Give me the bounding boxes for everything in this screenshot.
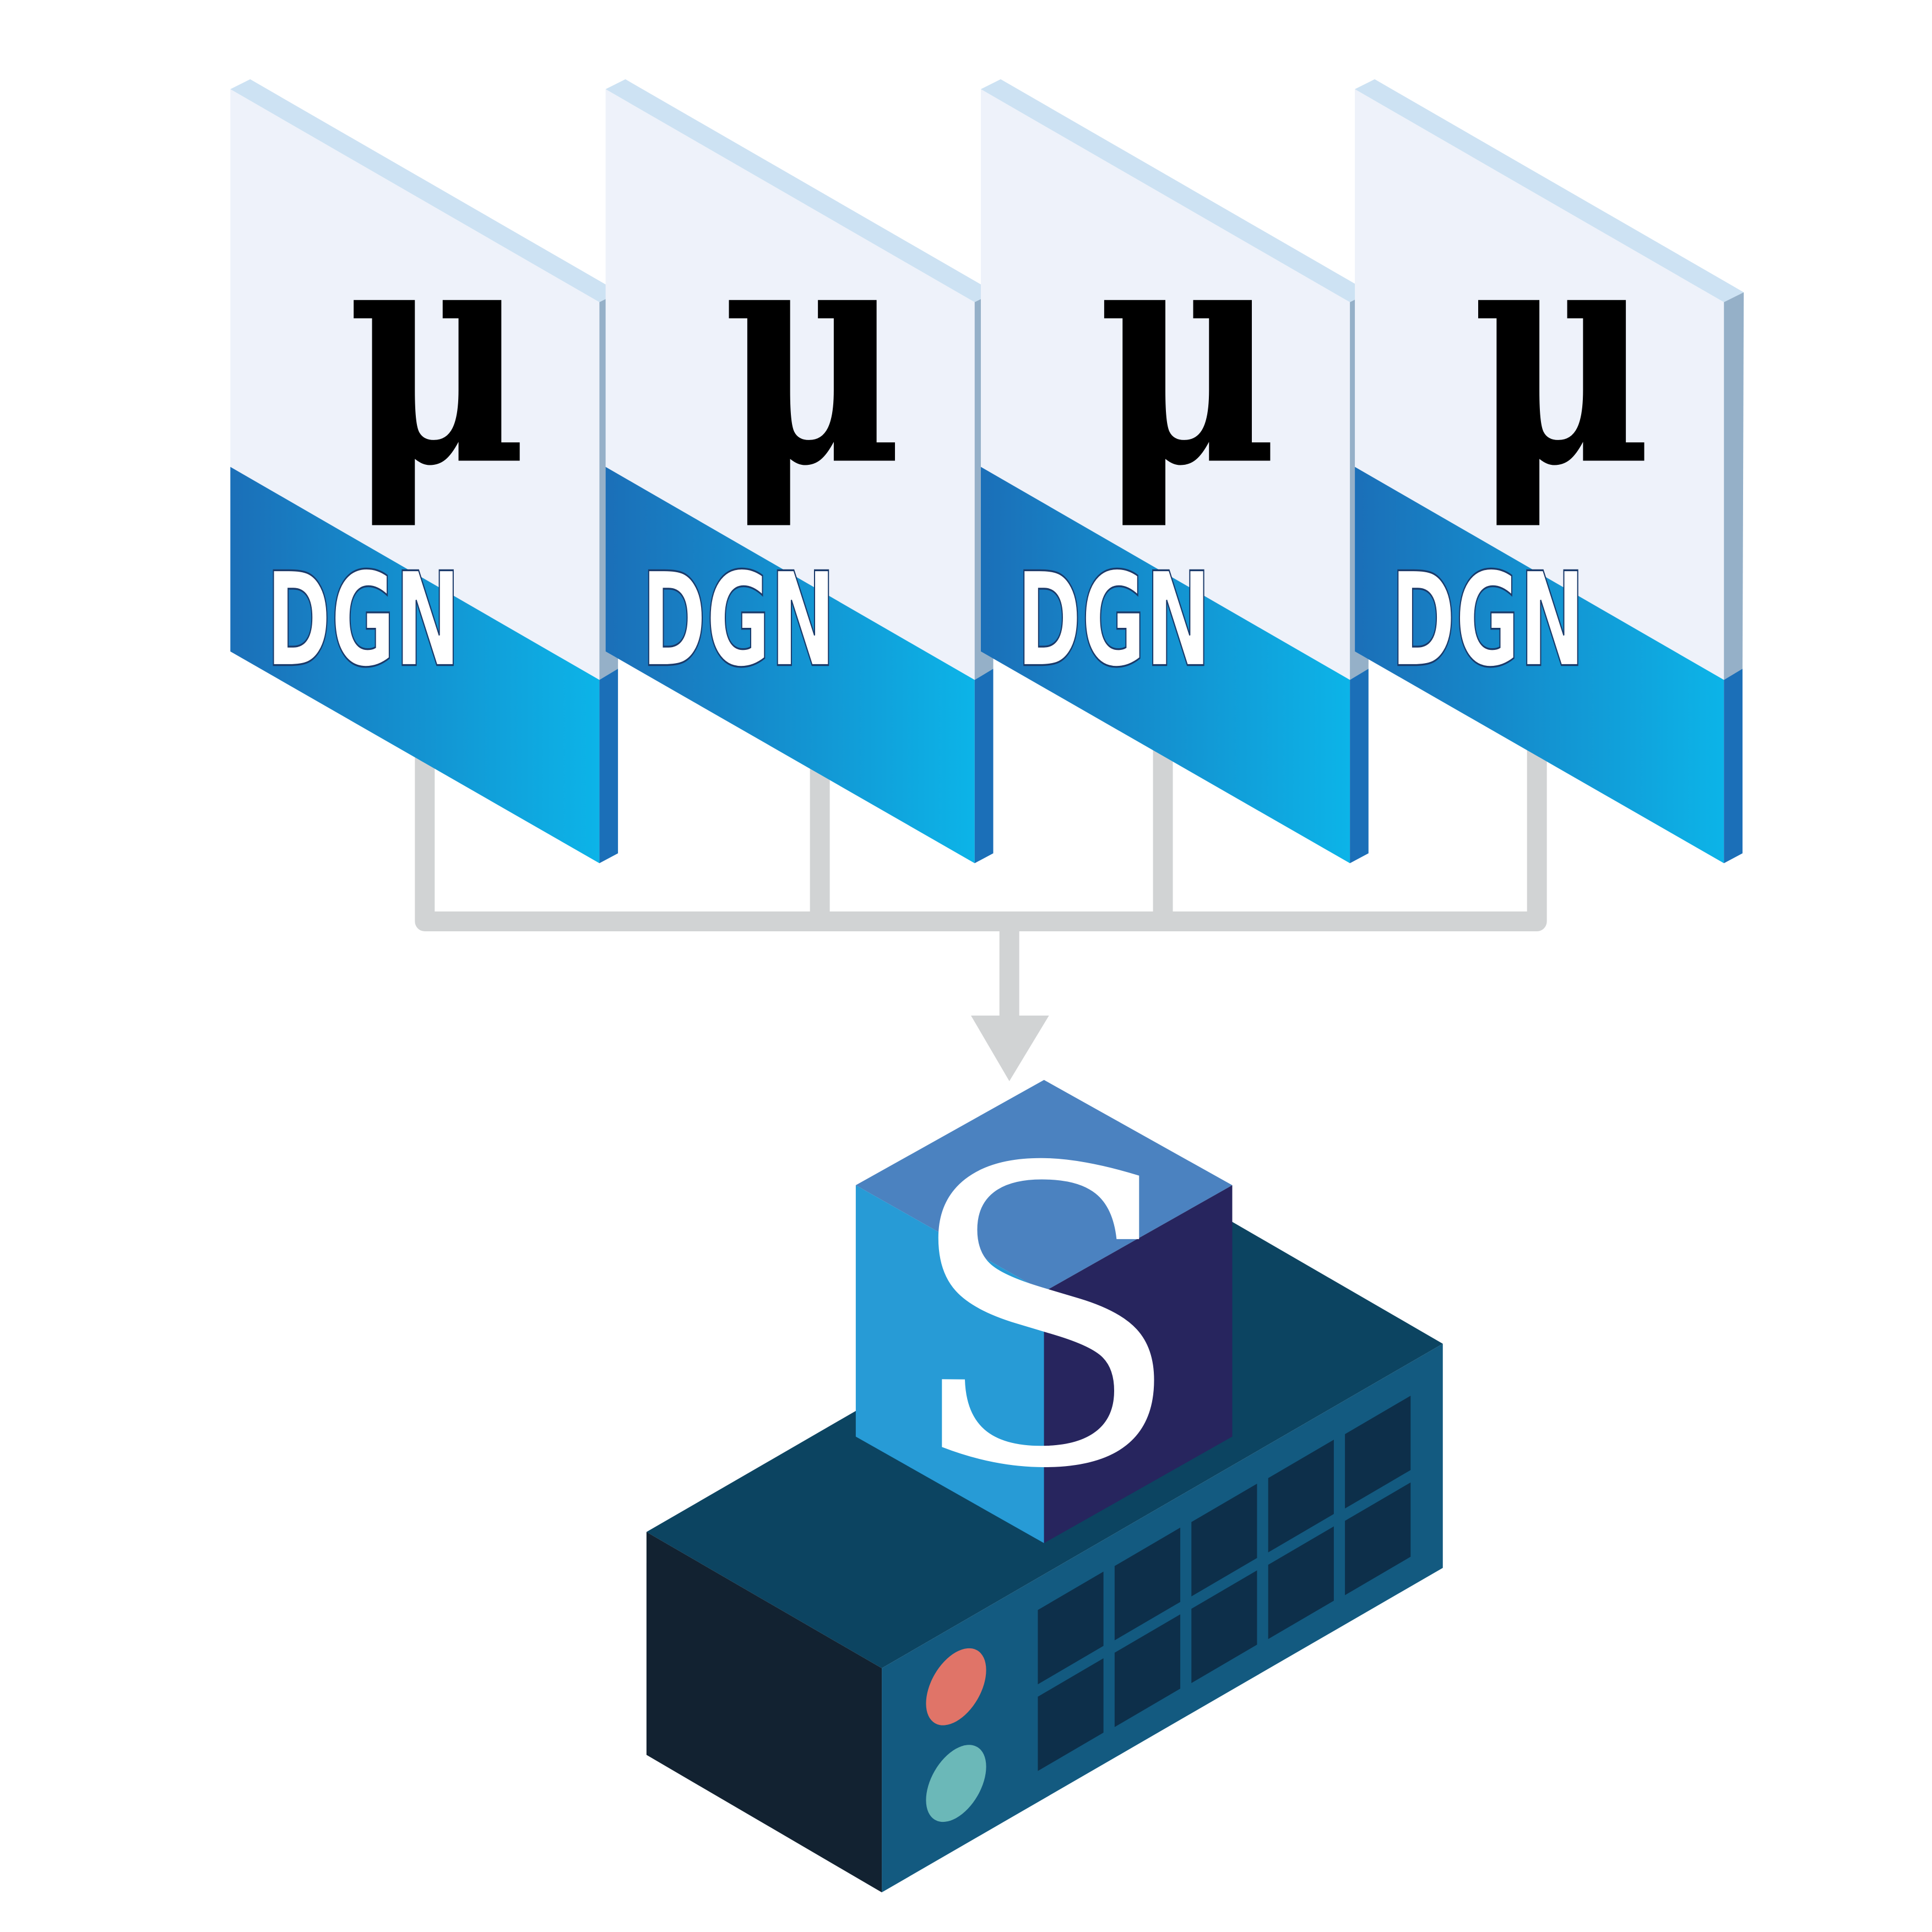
port-icon <box>1345 1482 1411 1595</box>
panel-band <box>230 466 600 864</box>
port-icon <box>1114 1614 1181 1727</box>
panel-symbol: μ <box>347 171 528 534</box>
cube-top <box>855 1079 1233 1292</box>
panel-top-edge <box>1355 79 1744 302</box>
panel-top-edge <box>605 79 995 302</box>
panel-top-edge <box>980 79 1370 302</box>
port-icon <box>1191 1570 1257 1684</box>
port-icon <box>1268 1440 1334 1553</box>
led-teal-icon <box>926 1745 986 1822</box>
port-icon <box>1345 1396 1411 1508</box>
panel-label: DGN <box>1391 544 1584 696</box>
panel-symbol: μ <box>1097 171 1278 534</box>
cube-left <box>855 1185 1044 1543</box>
cube-right <box>1044 1185 1233 1543</box>
led-red-icon <box>926 1648 986 1725</box>
panel-symbol: μ <box>1471 171 1652 534</box>
panel-band <box>605 466 975 864</box>
port-icon <box>1268 1526 1334 1640</box>
panel-side-band <box>599 669 618 864</box>
port-icon <box>1038 1658 1104 1771</box>
panel-label: DGN <box>1017 544 1211 696</box>
server-ports <box>1038 1396 1411 1771</box>
port-icon <box>1038 1571 1104 1685</box>
arrow-head-icon <box>970 1015 1049 1082</box>
panel-side-band <box>1350 669 1369 864</box>
panel-side-edge <box>1724 292 1744 680</box>
connector-line <box>415 743 1547 932</box>
port-icon <box>1114 1527 1181 1641</box>
panel-band <box>1355 466 1724 864</box>
panel-side-band <box>974 669 994 864</box>
panel-label: DGN <box>642 544 835 696</box>
port-icon <box>1191 1483 1257 1597</box>
panel-side-band <box>1724 669 1743 864</box>
panel-top-edge <box>230 79 620 302</box>
panel-label: DGN <box>266 544 460 696</box>
server-left <box>646 1532 882 1893</box>
cube-letter: S <box>904 1082 1184 1558</box>
panel-symbol: μ <box>722 171 903 534</box>
s-cube: S <box>855 1079 1233 1558</box>
panel-band <box>980 466 1350 864</box>
